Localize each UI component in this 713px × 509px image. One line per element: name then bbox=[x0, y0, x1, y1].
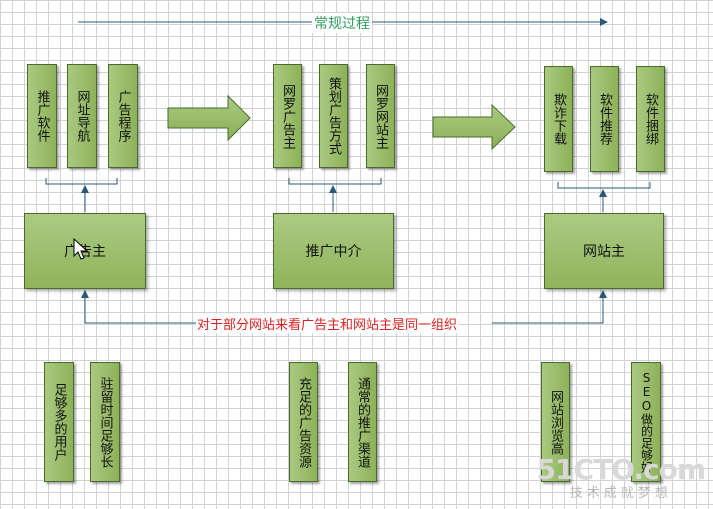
watermark-brand: 51CTO.com bbox=[536, 453, 706, 486]
right-top-box-1: 欺诈下载 bbox=[544, 66, 573, 172]
middle-top-box-1: 网罗广告主 bbox=[273, 64, 302, 168]
left-top-box-3: 广告程序 bbox=[108, 64, 138, 168]
bracket-left bbox=[45, 178, 118, 185]
watermark: 51CTO.com 技术成就梦想 bbox=[536, 453, 706, 501]
middle-bottom-box-2: 通常的推广渠道 bbox=[348, 362, 377, 482]
bottom-connector bbox=[81, 290, 199, 324]
bracket-right bbox=[557, 182, 651, 189]
right-top-box-3: 软件捆绑 bbox=[636, 66, 665, 172]
watermark-tagline: 技术成就梦想 bbox=[569, 486, 672, 501]
middle-top-box-3: 网罗网站主 bbox=[366, 64, 395, 168]
process-label: 常规过程 bbox=[312, 13, 372, 33]
bracket-middle bbox=[288, 178, 382, 185]
middle-top-box-2: 策划广告方式 bbox=[319, 64, 348, 168]
right-top-box-2: 软件推荐 bbox=[590, 66, 619, 172]
right-bottom-box-1: 网站浏览高 bbox=[541, 362, 570, 482]
webmaster-box: 网站主 bbox=[544, 213, 664, 289]
right-bottom-box-2: SEO做的足够好 bbox=[631, 362, 661, 482]
promotion-agency-box: 推广中介 bbox=[273, 213, 394, 289]
flow-arrow-1 bbox=[167, 94, 251, 142]
left-top-box-1: 推广软件 bbox=[27, 64, 57, 168]
bottom-connector-right bbox=[492, 290, 607, 324]
left-bottom-box-2: 驻留时间足够长 bbox=[90, 362, 120, 482]
left-top-box-2: 网址导航 bbox=[67, 64, 97, 168]
left-bottom-box-1: 足够多的用户 bbox=[44, 362, 74, 482]
flow-arrow-2 bbox=[432, 103, 516, 151]
middle-bottom-box-1: 充足的广告资源 bbox=[289, 362, 318, 482]
connector-note: 对于部分网站来看广告主和网站主是同一组织 bbox=[196, 314, 459, 333]
